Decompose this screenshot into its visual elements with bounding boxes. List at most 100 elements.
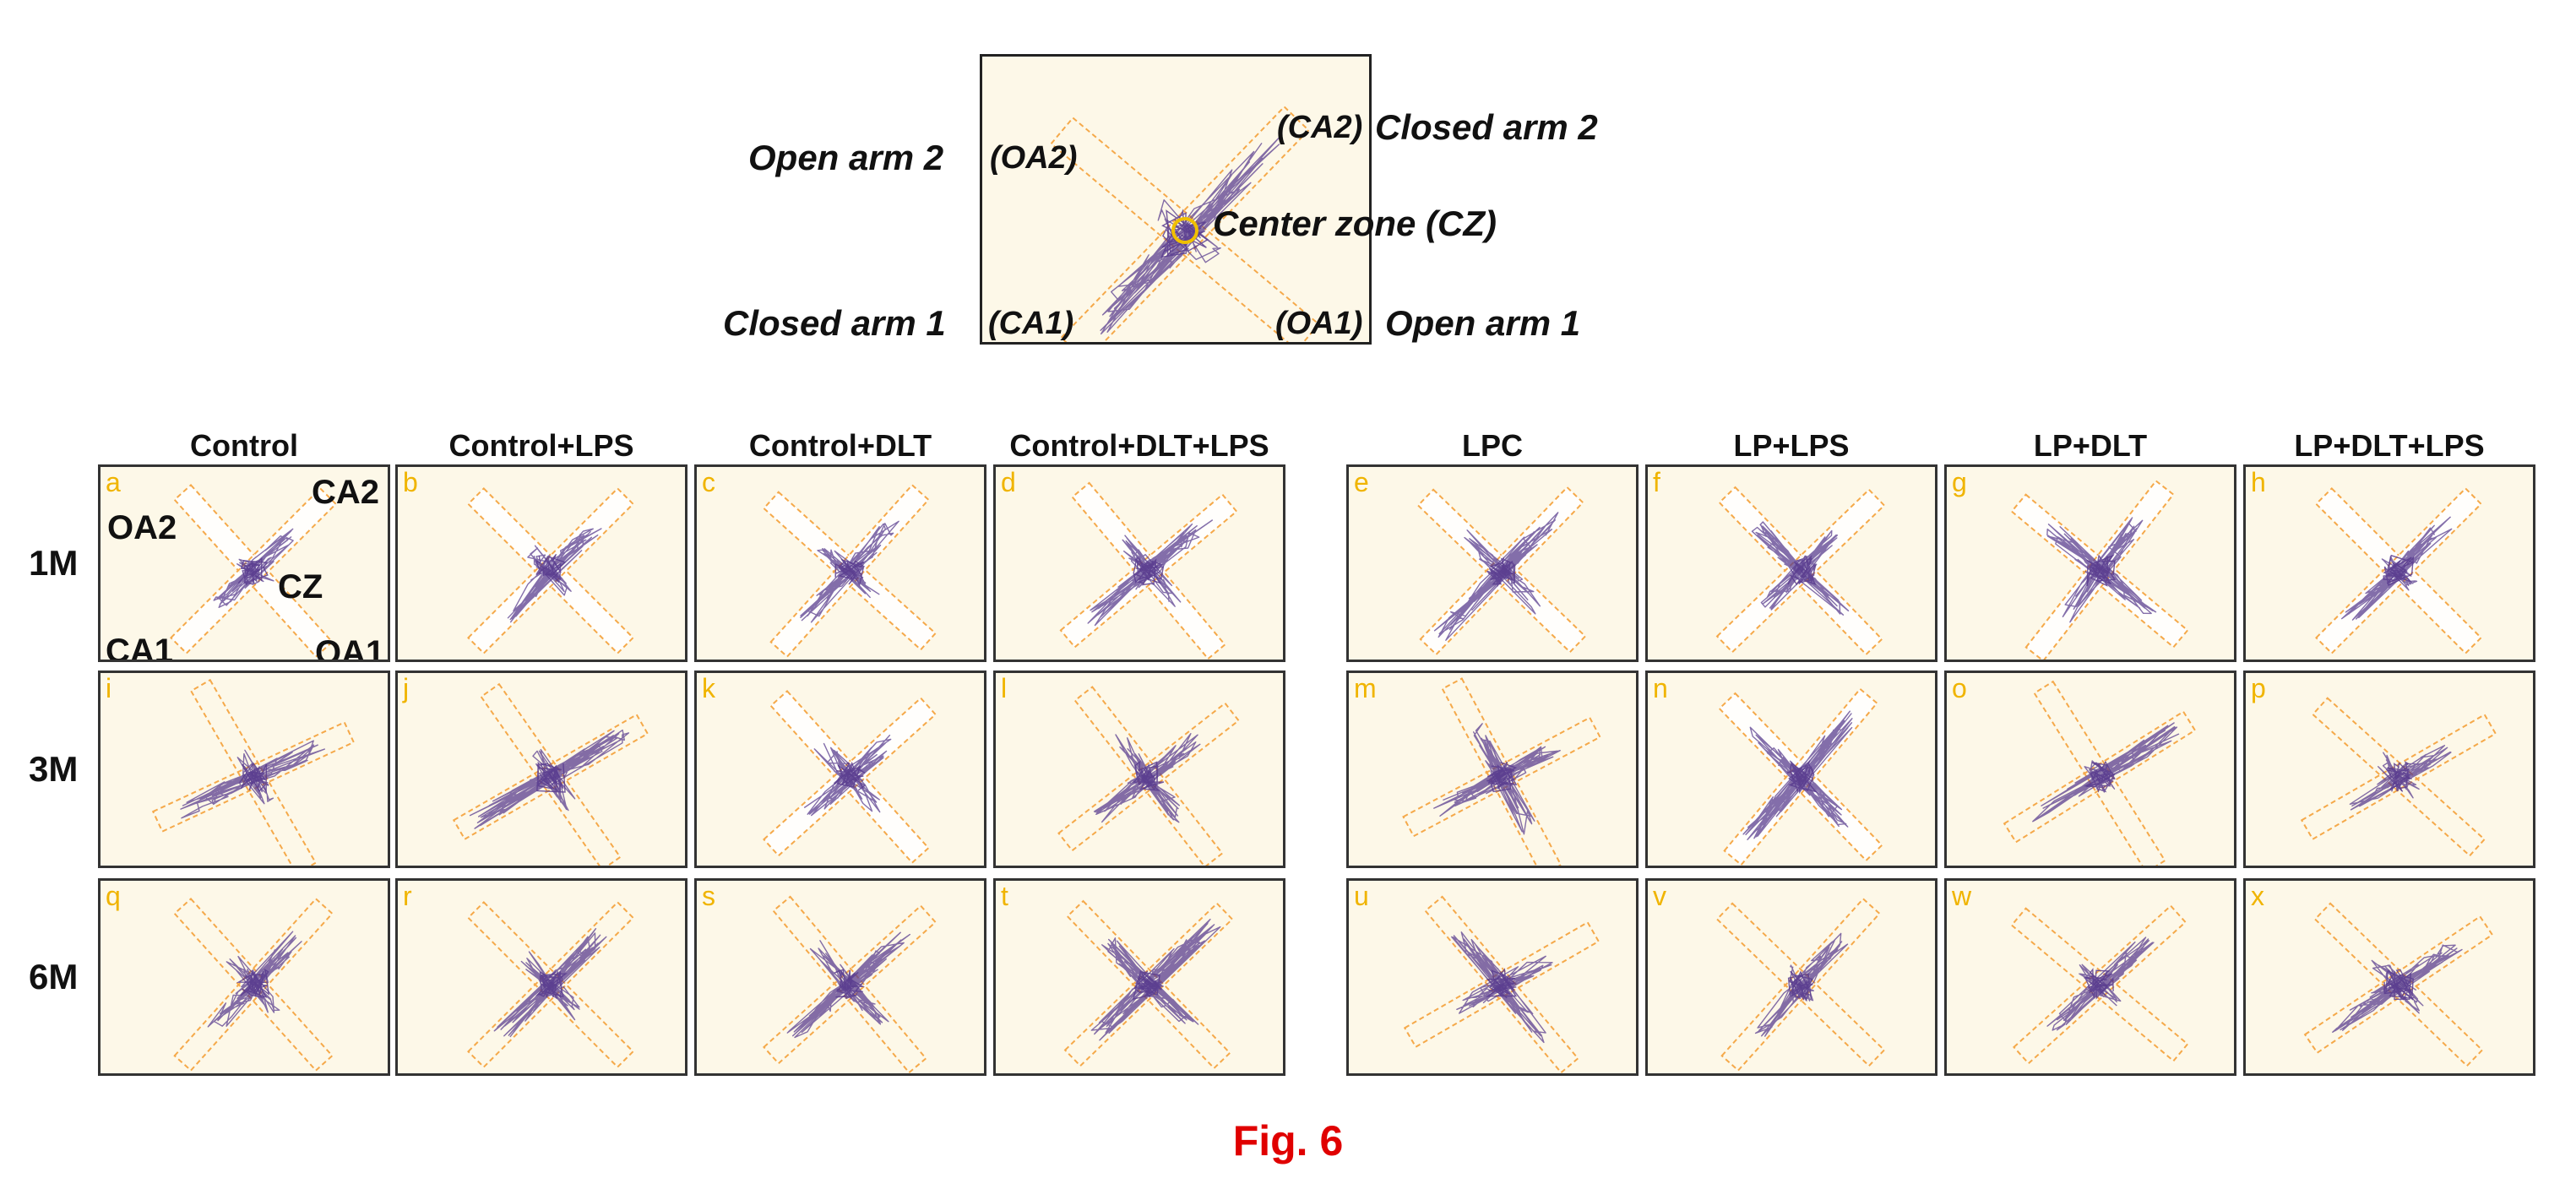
track-path: [1115, 734, 1180, 823]
track-path: [1093, 733, 1201, 823]
plus-maze-icon: [2003, 680, 2197, 866]
track-path: [2046, 524, 2157, 615]
plus-maze-icon: [2300, 697, 2497, 857]
plus-maze-icon: [762, 895, 937, 1073]
tracking-panel: k: [694, 671, 986, 868]
movement-track-icon: [2046, 517, 2157, 623]
movement-track-icon: [493, 928, 607, 1038]
tracking-panel: w: [1944, 878, 2236, 1076]
movement-track-icon: [2032, 722, 2180, 823]
label-closed-arm-1: Closed arm 1: [723, 303, 946, 343]
panel-letter: l: [1001, 673, 1008, 703]
tracking-panel: i: [98, 671, 390, 868]
panel-anno-ca2: CA2: [312, 474, 380, 511]
label-open-arm-2: Open arm 2: [748, 138, 944, 177]
track-path: [1473, 723, 1535, 835]
center-track-path: [236, 969, 270, 999]
column-header: Control+DLT: [748, 428, 932, 463]
track-path: [1464, 529, 1541, 615]
center-track-path: [1160, 209, 1209, 258]
panel-letter: s: [702, 881, 715, 911]
plus-maze-icon: [1402, 677, 1601, 866]
center-track-path: [1486, 968, 1518, 999]
plus-maze-icon: [1403, 895, 1600, 1073]
tracking-panel: x: [2243, 878, 2535, 1076]
panel-letter: k: [702, 673, 715, 703]
column-header: Control+LPS: [448, 428, 634, 463]
panel-anno-oa2: OA2: [107, 509, 177, 546]
center-track-path: [237, 556, 269, 586]
tracking-panel: m: [1346, 671, 1639, 868]
movement-track-icon: [1433, 512, 1559, 641]
panel-letter: m: [1354, 673, 1377, 703]
plus-maze-icon: [1416, 486, 1587, 656]
track-path: [1742, 710, 1853, 840]
plus-maze-icon: [1057, 686, 1240, 866]
movement-track-icon: [803, 735, 892, 817]
plus-maze-icon: [1715, 486, 1886, 656]
center-track-path: [2385, 761, 2411, 792]
panel-anno-cz: CZ: [278, 568, 323, 605]
panel-letter: w: [1952, 881, 1972, 911]
panel-anno-oa1: OA1: [315, 634, 385, 662]
plus-maze-icon: [2303, 902, 2494, 1067]
plus-maze-icon: [1718, 687, 1883, 866]
track-path: [180, 740, 325, 819]
tracking-panel: o: [1944, 671, 2236, 868]
panel-anno-ca1: CA1: [106, 633, 174, 662]
figure-caption: Fig. 6: [1232, 1117, 1344, 1165]
track-path: [1450, 931, 1546, 1044]
center-track-path: [1786, 759, 1818, 795]
plus-maze-icon: [170, 483, 337, 659]
center-track-path: [834, 969, 866, 1000]
track-path: [226, 955, 280, 1013]
panel-letter: a: [106, 467, 121, 497]
panel-letter: e: [1354, 467, 1369, 497]
panel-letter: f: [1653, 467, 1660, 497]
row-header: 6M: [29, 957, 79, 996]
plus-maze-icon: [151, 678, 356, 866]
movement-track-icon: [1754, 932, 1849, 1037]
track-path: [1433, 746, 1561, 817]
center-track-path: [1486, 557, 1516, 588]
movement-track-icon: [786, 931, 910, 1039]
column-header: LP+DLT+LPS: [2294, 428, 2485, 463]
center-track-path: [535, 553, 566, 584]
plus-maze-icon: [173, 897, 334, 1072]
track-path: [817, 548, 880, 599]
movement-track-icon: [1090, 918, 1221, 1041]
label-closed-arm-2: Closed arm 2: [1375, 107, 1598, 147]
movement-track-icon: [1093, 733, 1201, 823]
column-header: Control+DLT+LPS: [1009, 428, 1269, 463]
center-track-path: [1132, 969, 1164, 1001]
tracking-panel: g: [1944, 464, 2236, 662]
track-path: [1090, 918, 1221, 1041]
tracking-panel: p: [2243, 671, 2535, 868]
track-path: [1751, 521, 1850, 616]
movement-track-icon: [800, 520, 899, 623]
code-ca2: (CA2): [1277, 110, 1363, 145]
plus-maze-icon: [762, 689, 937, 865]
center-track-path: [535, 761, 566, 793]
plus-maze-icon: [1063, 899, 1234, 1070]
panel-letter: r: [403, 881, 412, 911]
panel-letter: j: [403, 673, 410, 703]
track-path: [1122, 535, 1182, 607]
plus-maze-icon: [2010, 904, 2189, 1065]
center-track-path: [2383, 554, 2416, 587]
tracking-panel: q: [98, 878, 390, 1076]
plus-maze-icon: [1050, 106, 1320, 342]
tracking-panel: s: [694, 878, 986, 1076]
tracking-panel: h: [2243, 464, 2535, 662]
tracking-panel: r: [395, 878, 687, 1076]
panel-letter: b: [403, 467, 418, 497]
center-track-path: [1486, 761, 1518, 793]
plus-maze-icon: [2315, 487, 2482, 654]
movement-track-icon: [180, 740, 325, 819]
track-path: [1157, 199, 1221, 263]
movement-track-icon: [2046, 937, 2155, 1031]
panel-letter: d: [1001, 467, 1016, 497]
movement-track-icon: [1742, 710, 1853, 840]
